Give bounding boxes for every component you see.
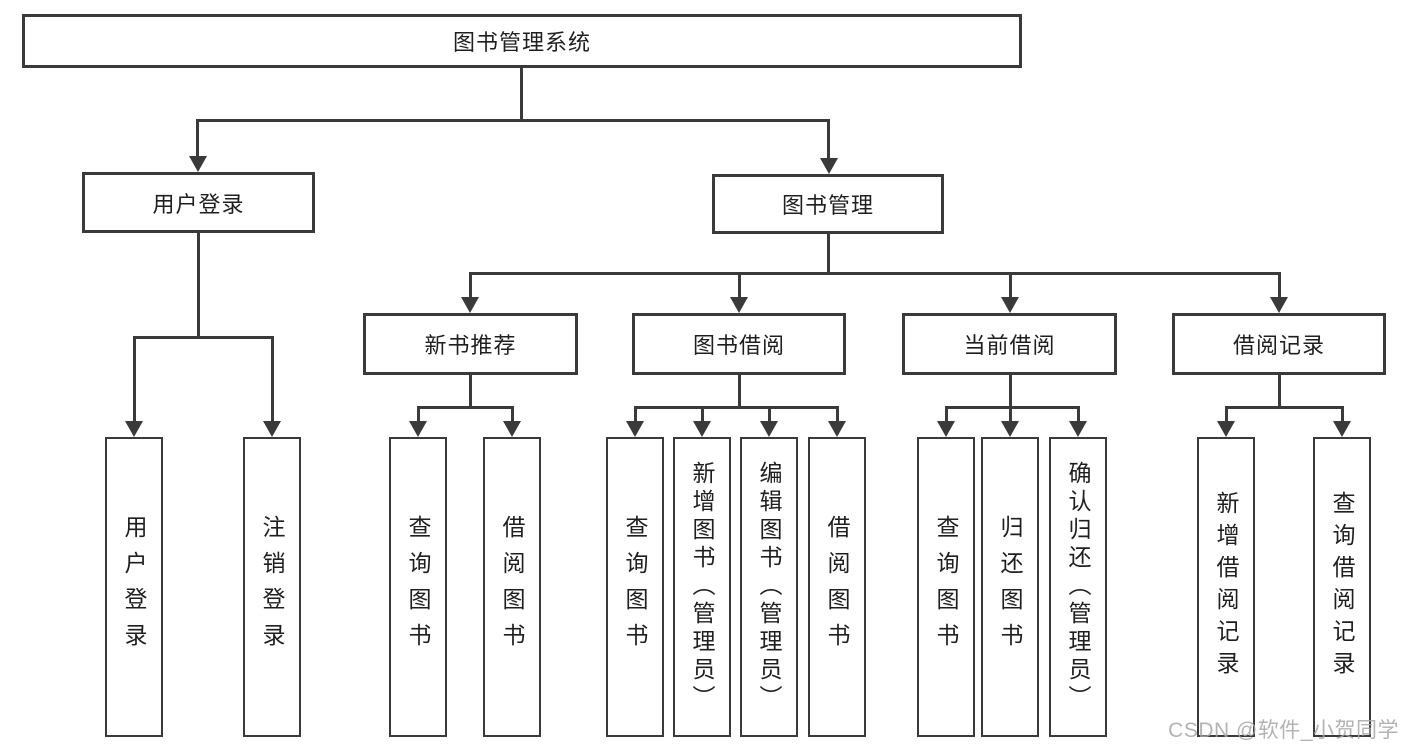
- node-leaf-add-borrow-record: 新增借阅记录: [1197, 437, 1255, 737]
- connector-drop-bb-edit: [768, 406, 771, 423]
- connector-drop-borrow-record: [1278, 272, 1281, 300]
- connector-book-mgmt-bar: [469, 272, 1281, 275]
- connector-borrow-record-bar: [1225, 406, 1344, 409]
- node-leaf-edit-books-admin: 编辑图书（管理员）: [740, 437, 798, 737]
- arrow-down-icon: [1001, 421, 1019, 437]
- arrow-down-icon: [503, 421, 521, 437]
- node-leaf-query-books: 查询图书: [917, 437, 975, 737]
- arrow-down-icon: [189, 156, 207, 172]
- node-leaf-borrow-books: 借阅图书: [808, 437, 866, 737]
- node-book-management: 图书管理: [712, 174, 944, 234]
- node-borrowing-records: 借阅记录: [1172, 313, 1386, 375]
- arrow-down-icon: [1217, 421, 1235, 437]
- arrow-down-icon: [1001, 297, 1019, 313]
- connector-drop-br-query: [1341, 406, 1344, 423]
- connector-drop-bb-query: [634, 406, 637, 423]
- connector-new-book-bar: [417, 406, 514, 409]
- arrow-down-icon: [626, 421, 644, 437]
- node-new-book-recommend: 新书推荐: [363, 313, 578, 375]
- arrow-down-icon: [1270, 297, 1288, 313]
- arrow-down-icon: [1069, 421, 1087, 437]
- node-leaf-add-books-admin: 新增图书（管理员）: [673, 437, 731, 737]
- connector-drop-user-login: [196, 119, 199, 159]
- node-user-login: 用户登录: [82, 172, 315, 233]
- node-leaf-borrow-books: 借阅图书: [483, 437, 541, 737]
- connector-root-stem: [520, 68, 523, 120]
- connector-drop-br-add: [1225, 406, 1228, 423]
- arrow-down-icon: [730, 297, 748, 313]
- arrow-down-icon: [263, 421, 281, 437]
- connector-user-login-stem: [197, 233, 200, 339]
- connector-drop-cb-query: [945, 406, 948, 423]
- arrow-down-icon: [820, 158, 838, 174]
- connector-drop-new-book: [469, 272, 472, 300]
- node-current-borrowing: 当前借阅: [902, 313, 1117, 375]
- node-leaf-user-login: 用户登录: [105, 437, 163, 737]
- node-book-borrowing: 图书借阅: [632, 313, 846, 375]
- arrow-down-icon: [937, 421, 955, 437]
- csdn-watermark: CSDN @软件_小贺同学: [1168, 719, 1399, 742]
- node-leaf-query-books: 查询图书: [606, 437, 664, 737]
- connector-new-book-stem: [469, 375, 472, 408]
- connector-drop-bb-borrow: [836, 406, 839, 423]
- connector-user-login-bar: [133, 336, 274, 339]
- connector-book-borrow-stem: [738, 375, 741, 408]
- connector-drop-book-borrow: [738, 272, 741, 300]
- node-leaf-return-books: 归还图书: [981, 437, 1039, 737]
- arrow-down-icon: [1333, 421, 1351, 437]
- connector-drop-cb-confirm: [1077, 406, 1080, 423]
- connector-root-bar: [196, 119, 830, 122]
- connector-drop-nb-query: [417, 406, 420, 423]
- arrow-down-icon: [693, 421, 711, 437]
- node-leaf-logout: 注销登录: [243, 437, 301, 737]
- connector-drop-book-mgmt: [827, 119, 830, 161]
- arrow-down-icon: [760, 421, 778, 437]
- arrow-down-icon: [461, 297, 479, 313]
- connector-drop-bb-add: [701, 406, 704, 423]
- node-leaf-confirm-return-admin: 确认归还（管理员）: [1049, 437, 1107, 737]
- connector-drop-current-borrow: [1009, 272, 1012, 300]
- arrow-down-icon: [125, 421, 143, 437]
- node-leaf-query-borrow-record: 查询借阅记录: [1313, 437, 1371, 737]
- connector-drop-leaf-logout: [271, 336, 274, 422]
- connector-current-borrow-stem: [1009, 375, 1012, 408]
- arrow-down-icon: [409, 421, 427, 437]
- connector-drop-nb-borrow: [511, 406, 514, 423]
- node-library-management-system: 图书管理系统: [22, 14, 1022, 68]
- connector-book-mgmt-stem: [827, 234, 830, 274]
- node-leaf-query-books: 查询图书: [389, 437, 447, 737]
- connector-drop-cb-return: [1009, 406, 1012, 423]
- arrow-down-icon: [828, 421, 846, 437]
- connector-drop-leaf-login: [133, 336, 136, 422]
- connector-book-borrow-bar: [634, 406, 839, 409]
- connector-borrow-record-stem: [1278, 375, 1281, 408]
- connector-current-borrow-bar: [945, 406, 1080, 409]
